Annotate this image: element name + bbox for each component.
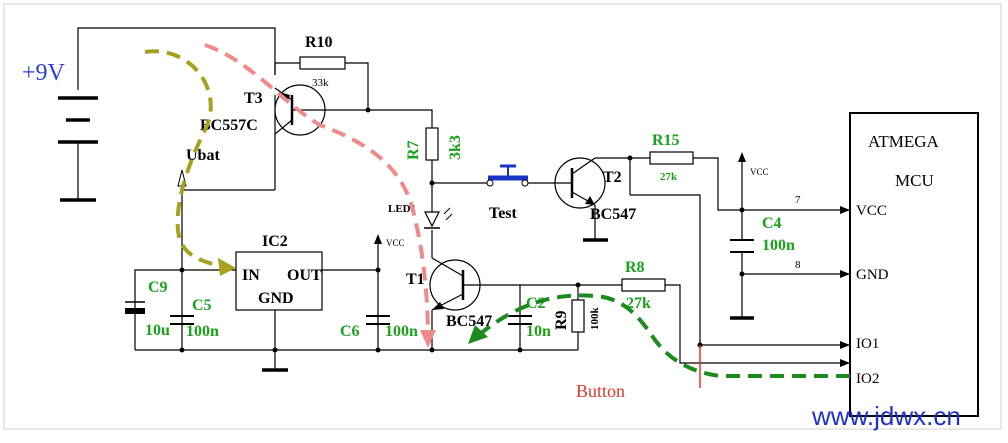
arrow-vcc-pin (840, 206, 850, 214)
c6-ref: C6 (340, 323, 360, 340)
ic2-pin-out: OUT (287, 267, 322, 284)
path-olive-arrowhead (218, 258, 236, 276)
c6-value: 100n (385, 323, 418, 340)
c4-value: 100n (762, 237, 795, 254)
button-annotation: Button (576, 381, 625, 401)
c9-capacitor (125, 301, 145, 314)
path-pink-dashed (204, 43, 430, 341)
ic2-ref: IC2 (262, 233, 288, 250)
t2-transistor (553, 157, 608, 242)
pin-number-gnd: 8 (795, 259, 801, 271)
r15-value: 27k (660, 171, 678, 183)
t2-ref: T2 (603, 169, 622, 186)
mcu-title-line2: MCU (895, 171, 934, 190)
r9-ref: R9 (553, 310, 570, 330)
mcu-pin-vcc: VCC (856, 203, 887, 219)
t1-ref: T1 (406, 271, 425, 288)
frame-border (3, 3, 1002, 430)
c2-value: 10n (526, 323, 551, 340)
mcu-pin-gnd: GND (856, 267, 889, 283)
ic2-body (235, 251, 323, 311)
led1-diode (424, 207, 453, 229)
t2-value: BC547 (590, 206, 636, 223)
path-pink-arrowhead (420, 330, 436, 348)
t1-value: BC547 (446, 313, 492, 330)
c2-ref: C2 (526, 295, 546, 312)
t3-value: BC557C (200, 117, 258, 134)
wires (77, 27, 850, 370)
mcu-pin-io1: IO1 (856, 336, 879, 352)
t3-ref: T3 (244, 90, 263, 107)
mcu-box (849, 112, 979, 417)
vcc-label-c6: VCC (386, 238, 405, 248)
arrow-io2-pin (840, 359, 850, 367)
c4-capacitor (730, 239, 754, 320)
arrow-gnd-pin (840, 270, 850, 278)
ic2-pin-gnd: GND (258, 290, 294, 307)
c5-ref: C5 (192, 297, 212, 314)
c9-ref: C9 (148, 279, 168, 296)
c5-value: 100n (186, 323, 219, 340)
ic2-pin-in: IN (242, 267, 260, 284)
mcu-pin-io2: IO2 (856, 371, 879, 387)
r10-ref: R10 (305, 34, 333, 51)
c6-capacitor (366, 315, 390, 325)
vcc-arrow-icon-c6 (374, 234, 382, 244)
r15-body (649, 151, 694, 165)
r15-ref: R15 (652, 132, 680, 149)
r9-value: 100k (589, 307, 601, 331)
c5-capacitor (170, 315, 194, 325)
c9-value: 10u (145, 322, 170, 339)
supply-label: +9V (22, 60, 66, 86)
path-green-arrowhead (468, 325, 488, 344)
r8-value: 27k (626, 295, 651, 312)
battery-symbol (58, 96, 98, 202)
t1-transistor (429, 257, 481, 311)
r9-body (571, 299, 585, 333)
pin-number-vcc: 7 (795, 194, 801, 206)
r7-body (425, 127, 439, 161)
r10-value: 33k (312, 77, 329, 89)
c2-capacitor (508, 315, 532, 325)
test-label: Test (489, 205, 518, 222)
arrow-io1-pin (840, 341, 850, 349)
r8-body (621, 278, 666, 292)
led1-ref: LED1 (388, 203, 416, 215)
vcc-arrow-icon-c4 (738, 152, 746, 162)
r8-ref: R8 (625, 259, 645, 276)
mcu-title-line1: ATMEGA (868, 132, 940, 151)
test-switch (486, 164, 529, 187)
vcc-label-c4: VCC (750, 167, 769, 177)
r7-value: 3k3 (447, 135, 464, 160)
r7-ref: R7 (405, 140, 422, 160)
path-green-dashed (473, 293, 850, 378)
r10-body (299, 56, 346, 70)
path-olive-dashed (144, 49, 231, 270)
watermark: www.jdwx.cn (811, 401, 961, 431)
c4-ref: C4 (762, 215, 782, 232)
